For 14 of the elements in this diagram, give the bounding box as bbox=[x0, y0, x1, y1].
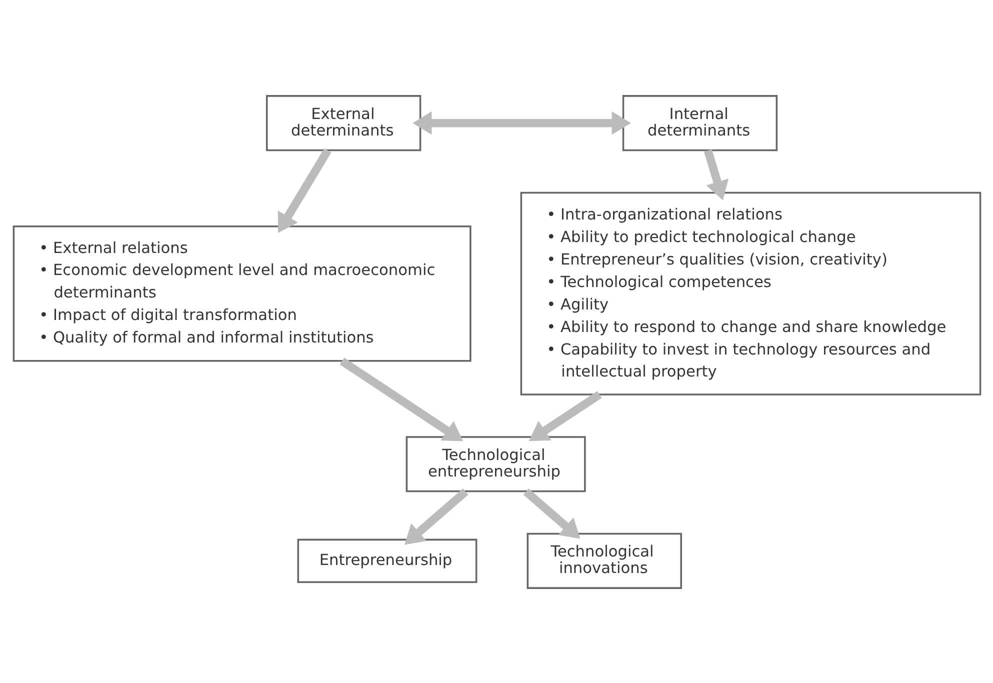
arrow bbox=[404, 488, 468, 544]
node-box: Technological entrepreneurship bbox=[405, 436, 586, 492]
arrow bbox=[412, 110, 630, 134]
node-box: • External relations • Economic development level and macroeconomic determinants • Impact of digital transformation • Quality of formal and informal institutions bbox=[12, 224, 471, 362]
arrow bbox=[339, 357, 463, 441]
arrow bbox=[522, 488, 580, 538]
node-box: Technological innovations bbox=[526, 532, 682, 588]
node-box: • Intra-organizational relations • Ability to predict technological change • Entrepreneur’s qualities (vision, creativity) • Technological competences • Agility • Ability to respond to change and share knowledge • Capability to invest in technology resources and intellectual property bbox=[520, 191, 981, 395]
node-box: Entrepreneurship bbox=[296, 538, 477, 583]
arrow bbox=[277, 148, 331, 232]
node-box: External determinants bbox=[265, 94, 421, 151]
arrow bbox=[528, 390, 602, 441]
arrow bbox=[703, 148, 728, 200]
node-box: Internal determinants bbox=[622, 94, 778, 151]
